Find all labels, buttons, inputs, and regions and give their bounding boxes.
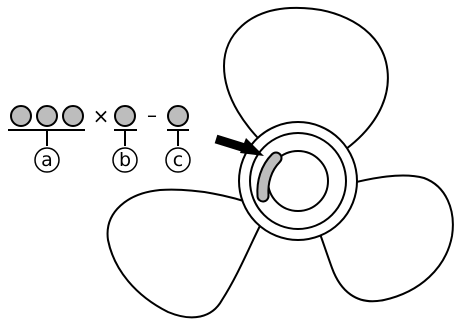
callout-c-ring	[165, 147, 191, 173]
code-group-a: a	[8, 105, 85, 173]
pointer-arrow-icon	[214, 134, 264, 156]
multiply-sign: ×	[93, 104, 110, 128]
callout-a-label: a	[41, 149, 53, 171]
code-format-legend: a × b – c	[8, 103, 191, 173]
code-digit	[114, 105, 136, 127]
callout-a-ring	[34, 147, 60, 173]
callout-b-ring	[112, 147, 138, 173]
propeller-illustration	[106, 6, 454, 319]
code-digit	[167, 105, 189, 127]
code-digit	[10, 105, 32, 127]
callout-c-label: c	[173, 149, 183, 171]
code-digit	[62, 105, 84, 127]
callout-b-label: b	[119, 149, 131, 171]
propeller-blade-lower-left	[106, 188, 267, 319]
propeller-code-marking-fill	[258, 153, 281, 201]
code-group-c: c	[165, 105, 191, 173]
code-group-b: b	[112, 105, 138, 173]
code-digit	[36, 105, 58, 127]
dash-sign: –	[147, 103, 157, 127]
